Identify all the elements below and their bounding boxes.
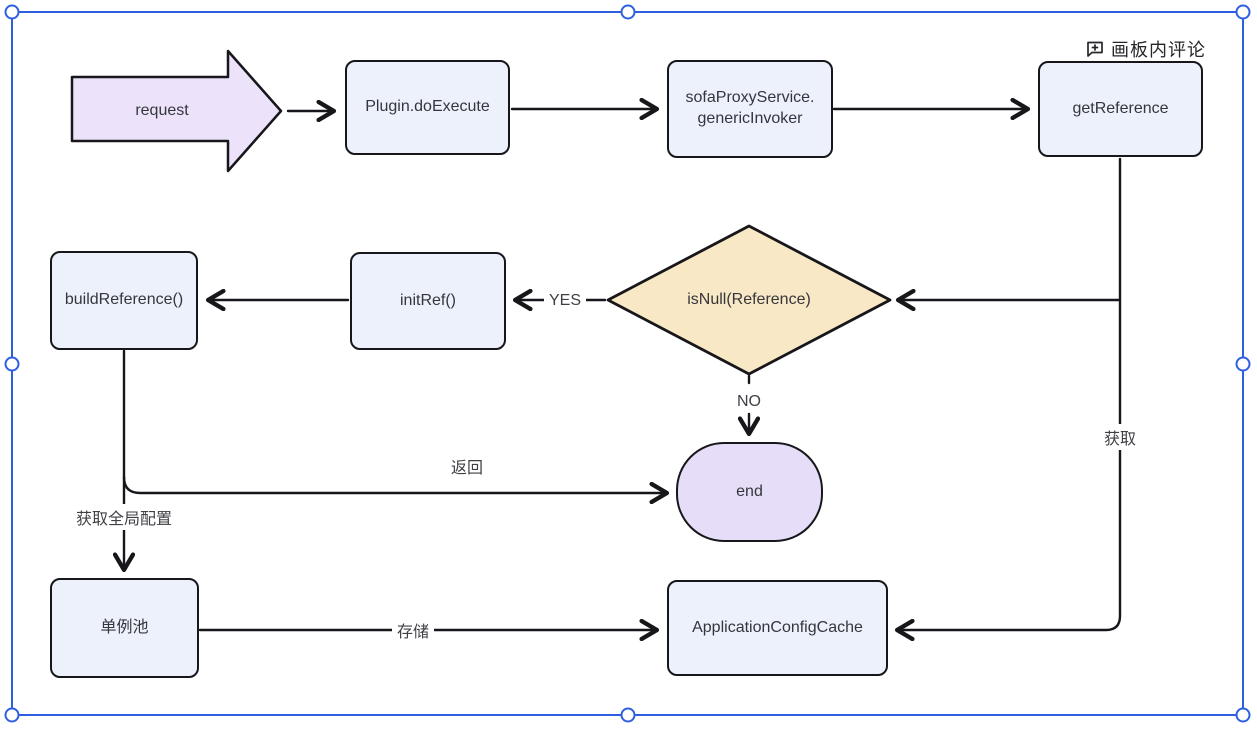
comment-button-label: 画板内评论 [1111,40,1206,60]
edge-label-return: 返回 [450,460,484,477]
edge-getreference-to-configcache[interactable] [898,157,1122,630]
node-isnull-diamond-shape[interactable] [606,224,892,376]
node-application-config-cache[interactable]: ApplicationConfigCache [667,580,888,676]
singleton-pool-label: 单例池 [100,618,149,636]
node-plugin-doexecute[interactable]: Plugin.doExecute [345,60,510,155]
selection-handle-left-middle[interactable] [4,356,20,372]
node-singleton-pool[interactable]: 单例池 [50,578,199,678]
sofaproxyservice-label-line1: sofaProxyService. [685,89,815,107]
selection-handle-bottom-left[interactable] [4,707,20,723]
selection-handle-bottom-right[interactable] [1235,707,1251,723]
comment-plus-icon [1085,39,1105,59]
node-getreference[interactable]: getReference [1038,61,1203,157]
selection-handle-bottom-middle[interactable] [620,707,636,723]
application-config-cache-label: ApplicationConfigCache [692,618,863,636]
plugin-doexecute-label: Plugin.doExecute [365,98,490,116]
getreference-label: getReference [1072,99,1169,117]
buildreference-label: buildReference() [64,291,184,309]
edge-label-fetch: 获取 [1098,424,1142,450]
edge-label-no: NO [737,393,761,410]
node-buildreference[interactable]: buildReference() [50,251,198,350]
edge-label-store: 存储 [391,617,435,643]
selection-handle-top-right[interactable] [1235,4,1251,20]
selection-handle-top-left[interactable] [4,4,20,20]
edge-buildreference-return-to-end[interactable] [122,475,666,493]
edge-label-yes: YES [543,291,587,311]
sofaproxyservice-label-line2: genericInvoker [697,110,803,127]
node-sofaproxyservice-genericinvoker[interactable]: sofaProxyService. genericInvoker [667,60,833,158]
end-label: end [736,482,763,500]
node-request-arrow-shape[interactable] [70,49,283,173]
initref-label: initRef() [399,291,456,309]
node-initref[interactable]: initRef() [350,252,506,350]
selection-handle-top-middle[interactable] [620,4,636,20]
edge-label-fetch-global-config: 获取全局配置 [70,504,178,530]
node-end[interactable]: end [676,442,823,542]
selection-handle-right-middle[interactable] [1235,356,1251,372]
canvas-comment-button[interactable]: 画板内评论 [1085,36,1206,62]
